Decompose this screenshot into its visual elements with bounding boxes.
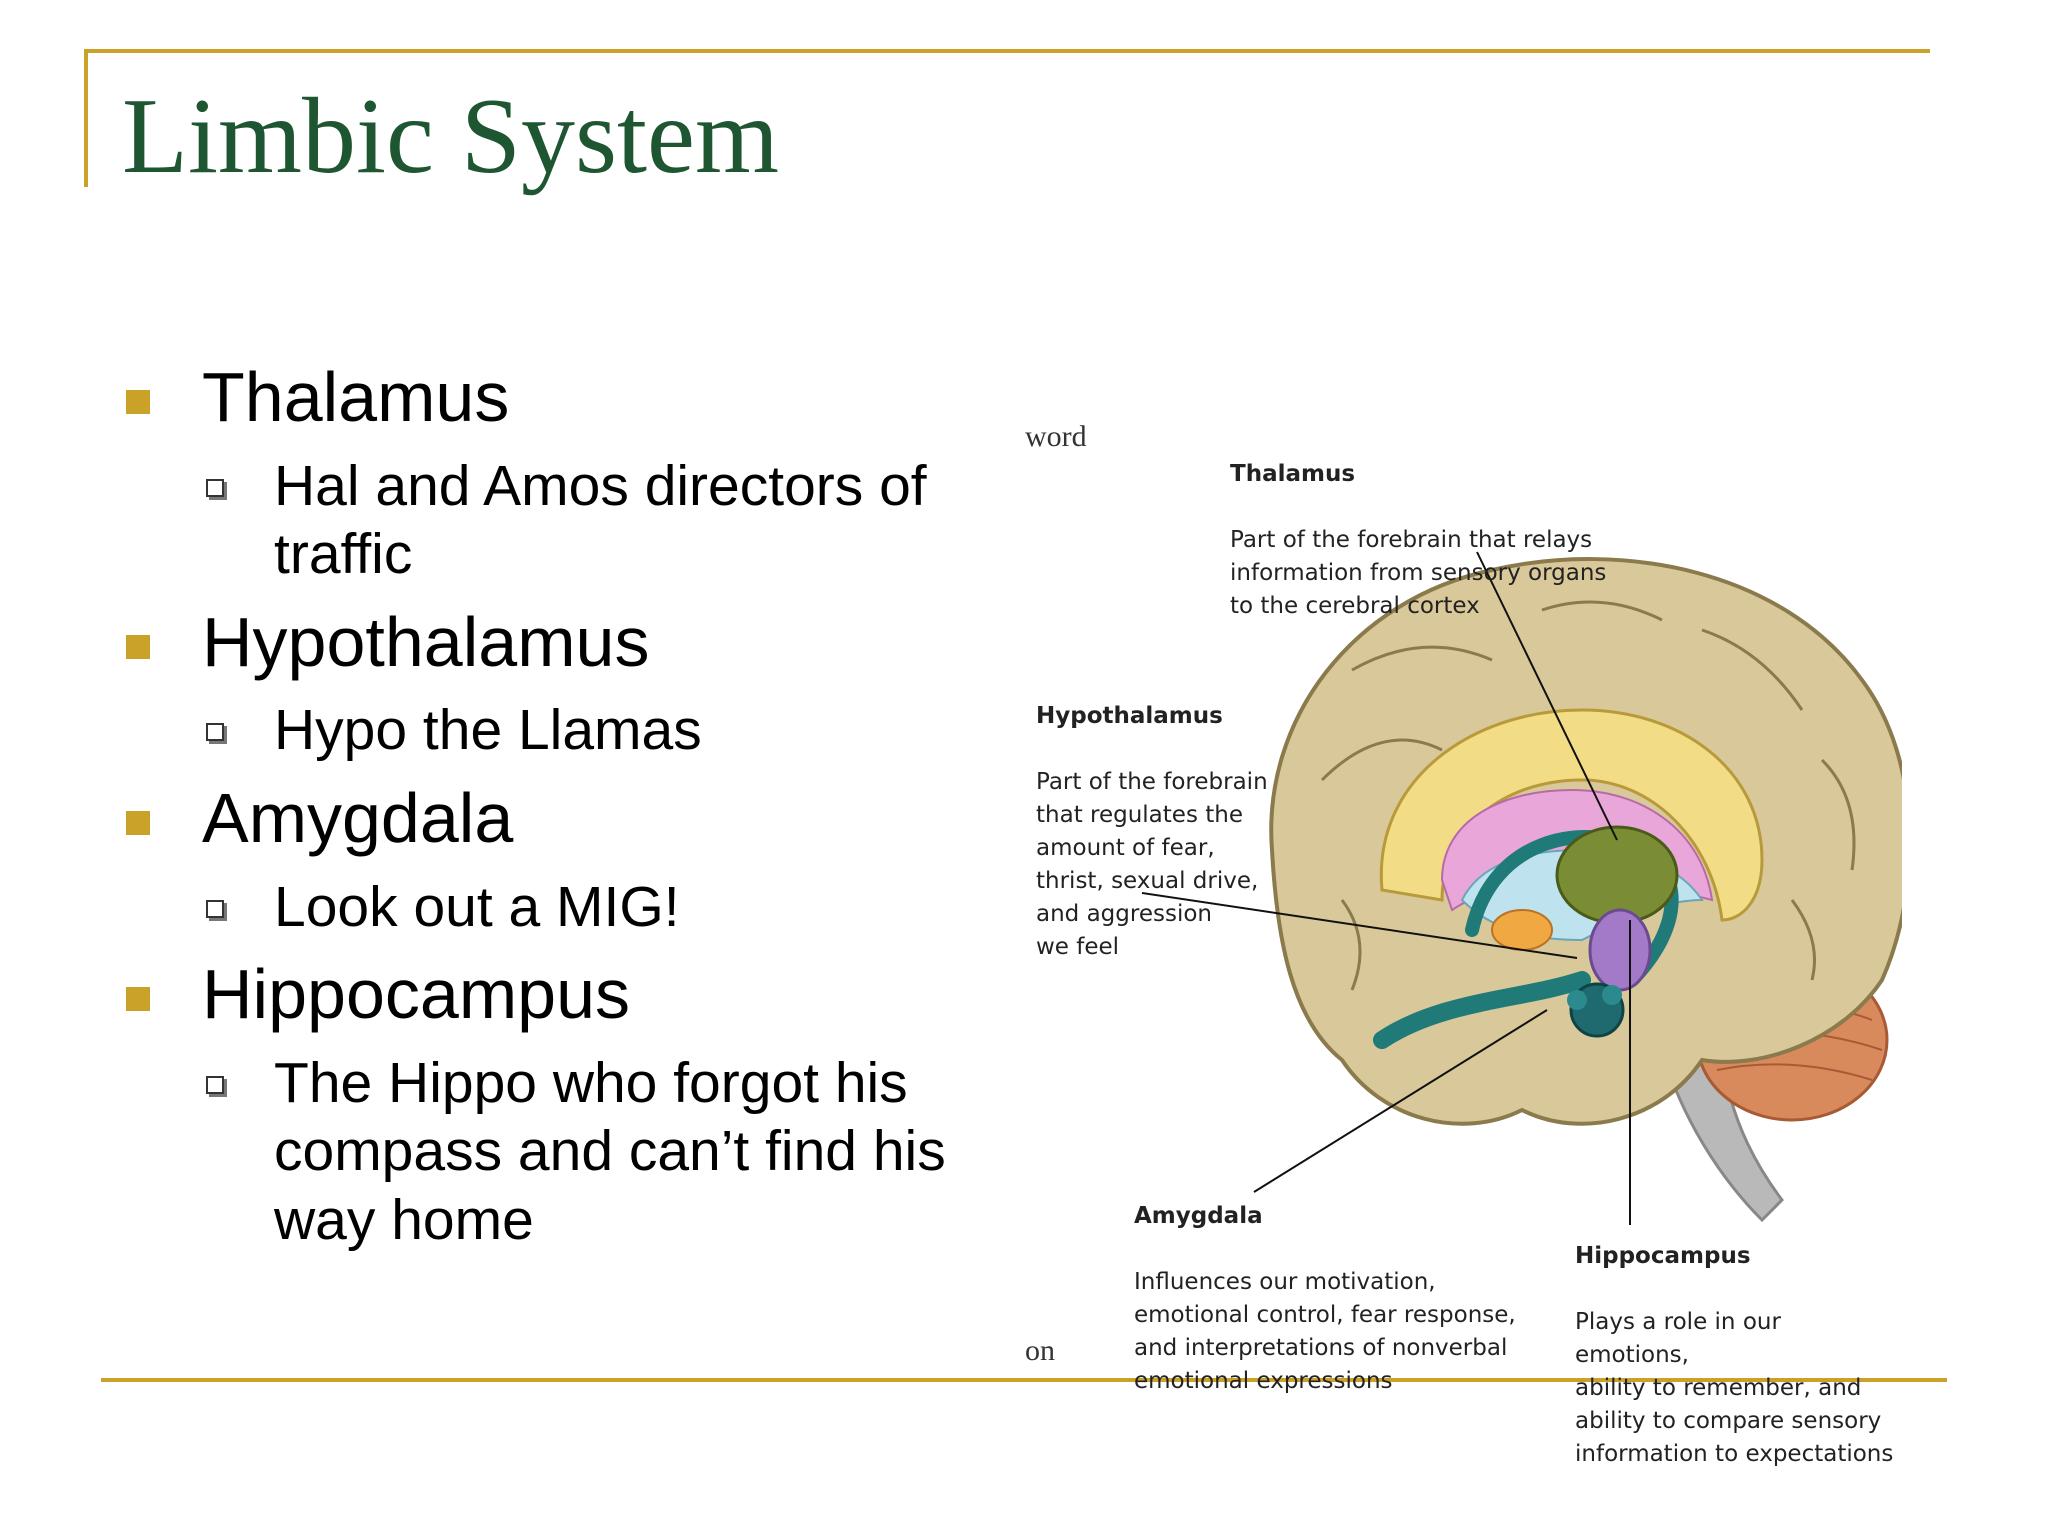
bottom-rule [101, 1378, 1947, 1382]
margin-fragment: on [1025, 1334, 1055, 1367]
hippocampus-label: Hippocampus Plays a role in our emotions… [1575, 1207, 1895, 1471]
margin-fragment: word [1025, 420, 1087, 453]
hypothalamus-leader [1141, 892, 1578, 959]
thalamus-structure [1555, 825, 1679, 925]
top-rule [84, 49, 1930, 53]
bullet-term: Amygdala [202, 778, 514, 857]
amygdala-label: Amygdala Influences our motivation, emot… [1134, 1167, 1564, 1398]
sub-bullet-text: Hypo the Llamas [274, 698, 702, 763]
square-bullet-icon [126, 810, 150, 835]
bullet-list: Thalamus Hal and Amos directors of traff… [120, 358, 1000, 1268]
box-bullet-icon [206, 1075, 224, 1094]
thalamus-leader [1476, 551, 1618, 841]
slide-title: Limbic System [122, 77, 779, 196]
bullet-hypothalamus: Hypothalamus [120, 603, 1000, 683]
bullet-term: Hippocampus [202, 954, 630, 1033]
square-bullet-icon [126, 390, 150, 414]
label-name: Thalamus [1230, 461, 1356, 487]
brain-illustration [1141, 551, 1902, 1225]
label-desc: Part of the forebrain that relays inform… [1230, 527, 1607, 619]
label-name: Hypothalamus [1036, 703, 1223, 729]
sub-bullet-hippocampus: The Hippo who forgot his compass and can… [120, 1049, 1000, 1254]
amygdala-leader [1253, 1009, 1548, 1193]
left-rule [84, 49, 88, 187]
square-bullet-icon [126, 986, 150, 1011]
bullet-hippocampus: Hippocampus [120, 955, 1000, 1035]
hippocampus-structure [1373, 971, 1591, 1049]
box-bullet-icon [206, 478, 224, 497]
hypothalamus-structure [1588, 908, 1652, 992]
sub-bullet-thalamus: Hal and Amos directors of traffic [120, 452, 1000, 589]
bullet-thalamus: Thalamus [120, 358, 1000, 438]
box-bullet-icon [206, 899, 224, 918]
bullet-amygdala: Amygdala [120, 779, 1000, 859]
sub-bullet-hypothalamus: Hypo the Llamas [120, 696, 1000, 764]
bullet-term: Hypothalamus [202, 602, 650, 681]
label-name: Hippocampus [1575, 1243, 1751, 1269]
sub-bullet-text: Hal and Amos directors of traffic [274, 453, 927, 587]
sub-bullet-text: Look out a MIG! [274, 874, 680, 939]
label-desc: Part of the forebrain that regulates the… [1036, 769, 1268, 960]
mammillary-region [1491, 909, 1553, 951]
sub-bullet-amygdala: Look out a MIG! [120, 873, 1000, 941]
brain-figure: word on Thalamus Part of the forebrain t… [1022, 420, 1902, 1467]
label-desc: Plays a role in our emotions, ability to… [1575, 1309, 1894, 1467]
square-bullet-icon [126, 634, 150, 659]
bullet-term: Thalamus [202, 358, 510, 436]
box-bullet-icon [206, 723, 224, 742]
label-name: Amygdala [1134, 1203, 1263, 1229]
hypothalamus-label: Hypothalamus Part of the forebrain that … [1036, 667, 1296, 964]
sub-bullet-text: The Hippo who forgot his compass and can… [274, 1050, 946, 1252]
thalamus-label: Thalamus Part of the forebrain that rela… [1230, 425, 1630, 623]
cingulate-region [1379, 708, 1764, 922]
label-desc: Influences our motivation, emotional con… [1134, 1269, 1516, 1394]
